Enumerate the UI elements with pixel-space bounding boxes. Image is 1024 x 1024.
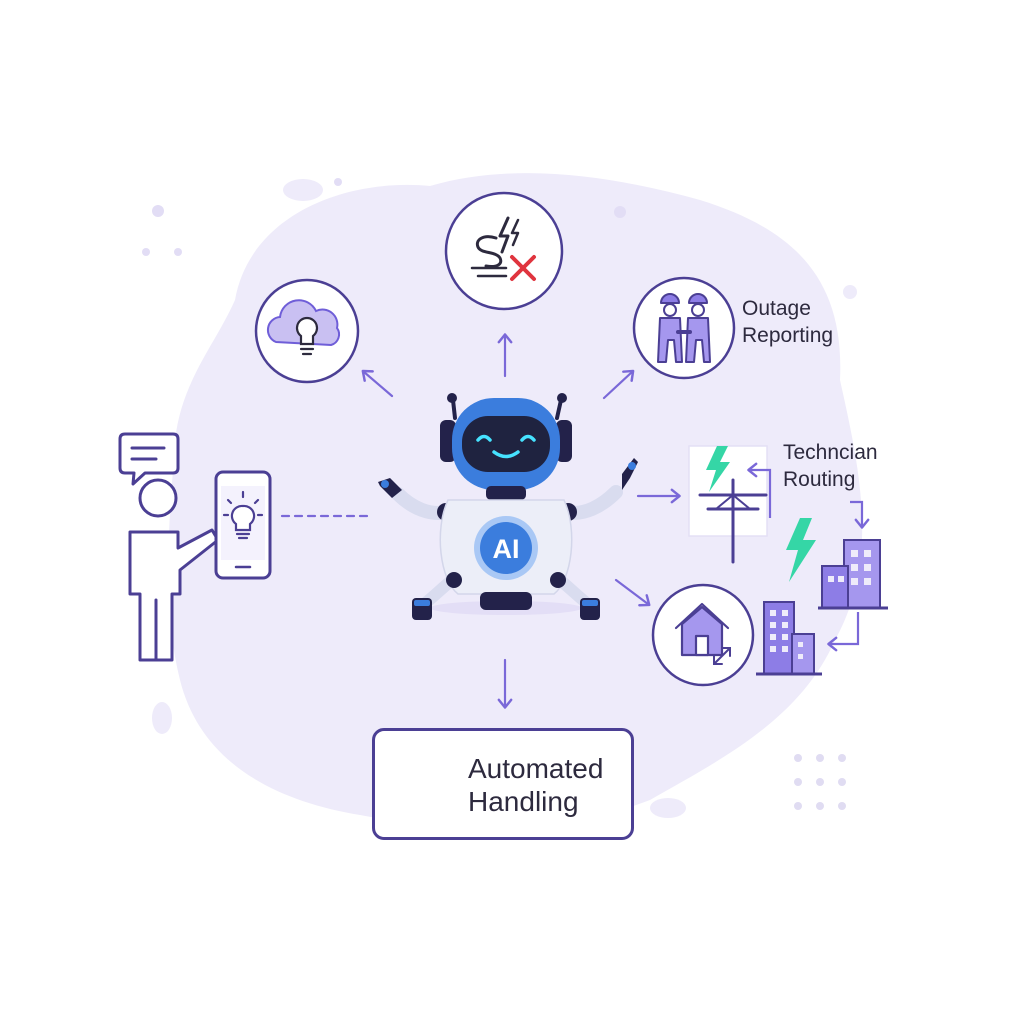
outage-reporting-label-line: Reporting — [742, 324, 834, 347]
automated-handling-label-line: Handling — [468, 786, 579, 817]
buildings-icon — [818, 539, 888, 610]
decor-blob — [152, 702, 172, 734]
cloud-lightbulb-icon — [266, 299, 341, 356]
automated-handling-label-line: Automated — [468, 753, 604, 784]
robot-icon — [378, 393, 638, 620]
technician-routing-label-line: Techncian — [783, 441, 878, 464]
arrow-to-lightbulb-cloud — [361, 369, 394, 398]
power-pole-icon — [698, 478, 768, 564]
routing-arrow — [747, 462, 772, 518]
node-lightbulb-cloud — [254, 278, 360, 384]
smartphone-icon — [214, 470, 272, 580]
chat-bubble-icon — [118, 432, 180, 486]
routing-arrow — [827, 612, 860, 652]
close-icon — [510, 255, 536, 281]
arrow-to-home-buildings — [614, 578, 651, 607]
decor-blob — [283, 179, 323, 201]
decor-dots — [142, 178, 626, 256]
technicians-icon — [657, 293, 711, 363]
routing-arrow — [850, 500, 870, 529]
technician-routing-label: Techncian Routing — [783, 439, 878, 493]
decor-blob — [843, 285, 857, 299]
node-power-fault — [444, 191, 564, 311]
arrow-to-outage-reporting — [602, 369, 635, 400]
decor-blob — [650, 798, 686, 818]
lightning-icon — [706, 446, 730, 492]
node-home-buildings — [651, 583, 755, 687]
lightbulb-icon — [222, 490, 264, 540]
person-icon — [128, 478, 220, 662]
ai-badge-label: AI — [493, 534, 520, 564]
automated-handling-card — [372, 728, 634, 840]
connector-arrows — [280, 333, 681, 709]
lightning-icon — [786, 518, 816, 582]
node-technician-routing — [688, 445, 870, 582]
power-fault-icon — [470, 216, 536, 281]
resize-arrow-icon — [713, 647, 731, 665]
dot-grid — [794, 754, 846, 810]
node-outage-reporting — [632, 276, 736, 380]
outage-reporting-label-line: Outage — [742, 297, 811, 320]
house-icon — [674, 602, 730, 657]
automated-handling-label: Automated Handling — [468, 752, 603, 818]
buildings-icon — [756, 601, 822, 676]
technician-routing-label-line: Routing — [783, 468, 856, 491]
outage-reporting-label: Outage Reporting — [742, 295, 833, 349]
